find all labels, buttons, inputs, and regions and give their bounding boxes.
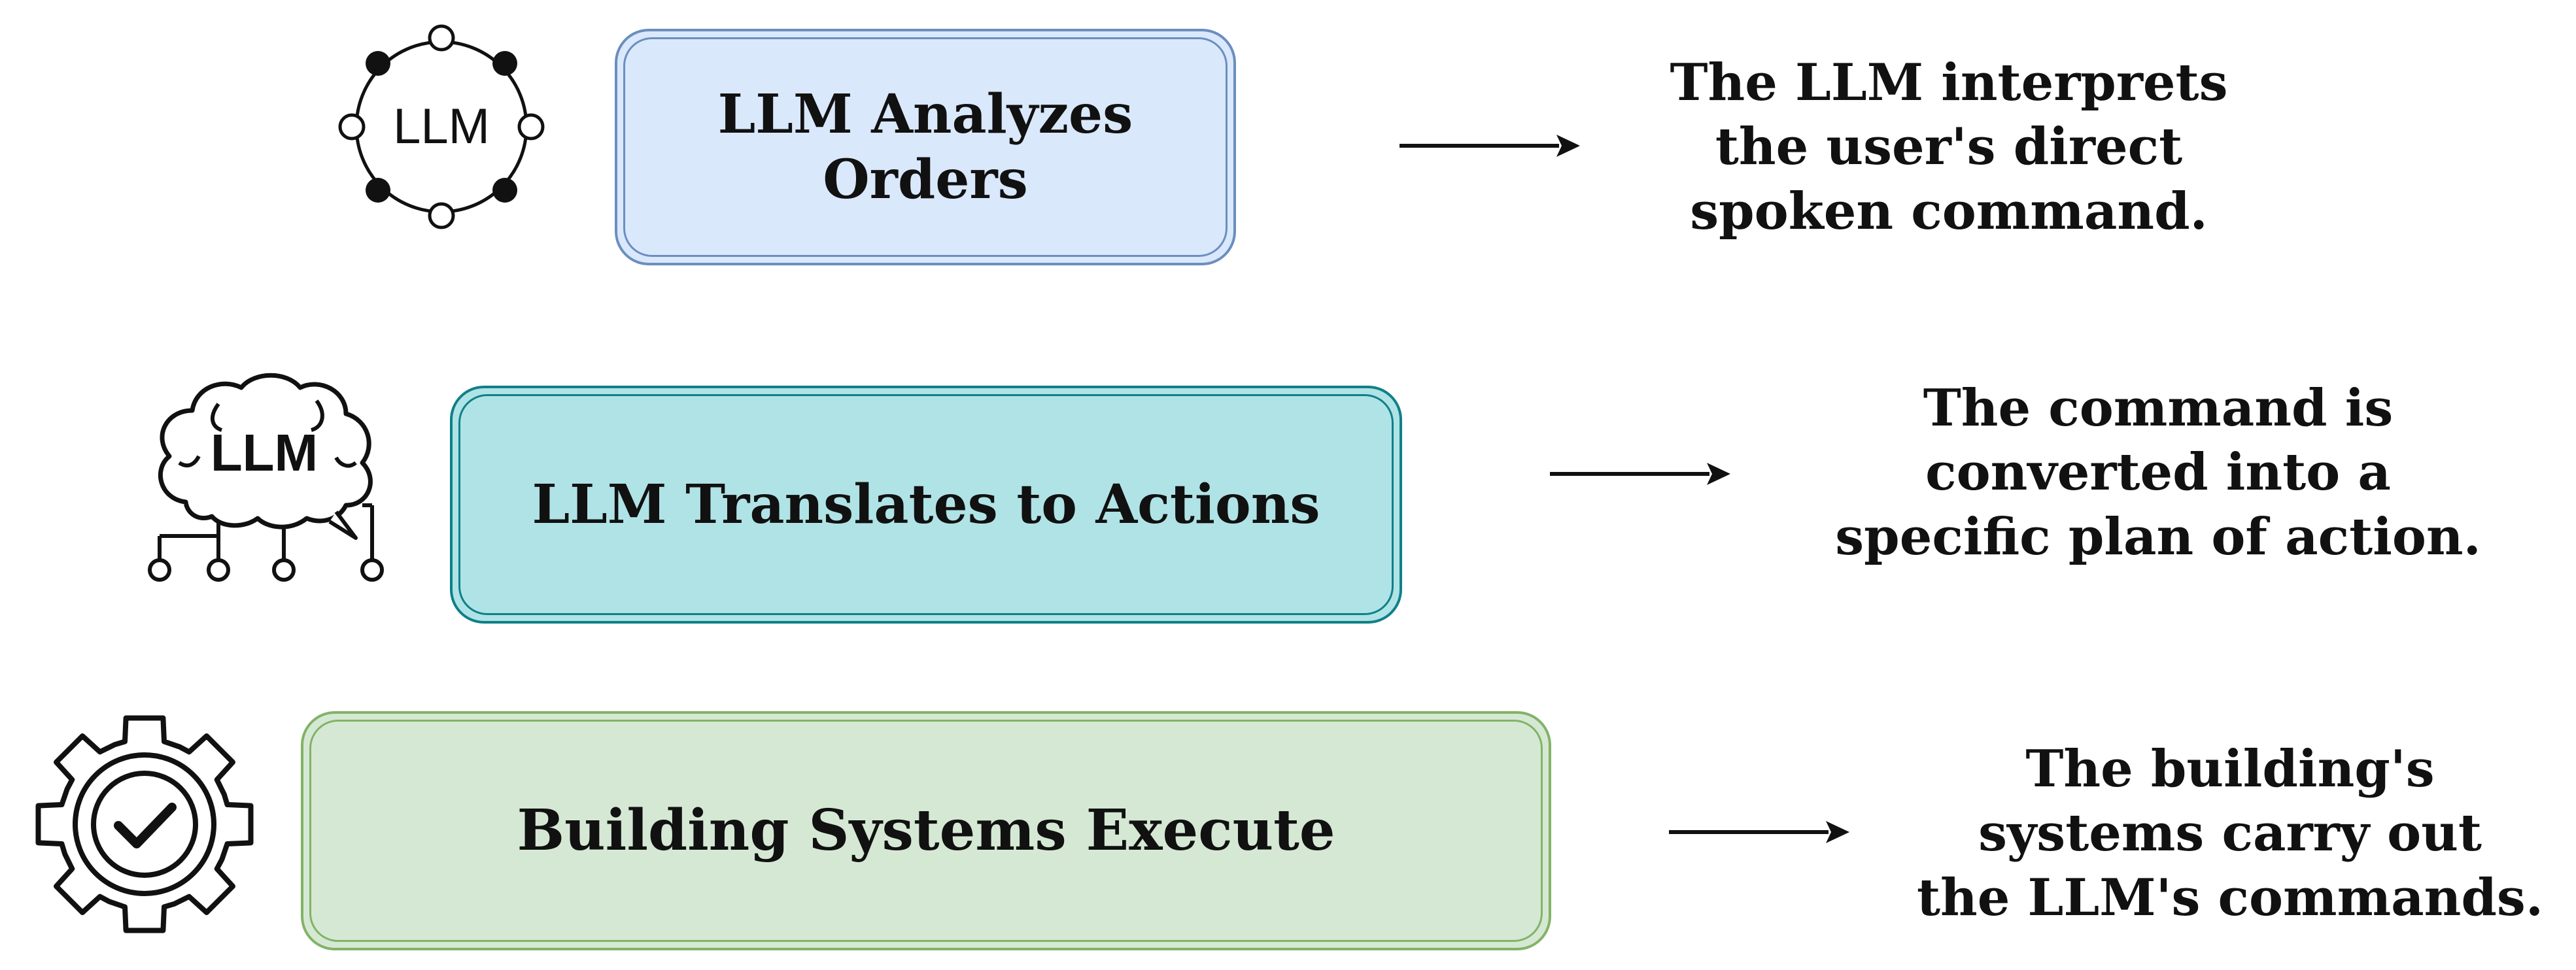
gear-check-icon bbox=[35, 715, 254, 933]
step-analyze-orders-description: The LLM interprets the user's direct spo… bbox=[1670, 53, 2228, 241]
arrow-right-icon bbox=[1669, 821, 1849, 843]
step-analyze-orders-box: LLM Analyzes Orders bbox=[615, 29, 1236, 265]
step-systems-execute-box: Building Systems Execute bbox=[301, 711, 1551, 950]
step-analyze-orders-title: LLM Analyzes Orders bbox=[717, 82, 1133, 211]
llm-network-label: LLM bbox=[393, 99, 490, 154]
step-translate-actions-box: LLM Translates to Actions bbox=[450, 386, 1402, 624]
llm-brain-icon: LLM bbox=[148, 373, 384, 582]
step-systems-execute-title: Building Systems Execute bbox=[517, 797, 1335, 863]
arrow-right-icon bbox=[1550, 463, 1730, 485]
llm-network-icon: LLM bbox=[338, 24, 545, 229]
step-translate-actions-description: The command is converted into a specific… bbox=[1835, 378, 2481, 567]
step-translate-actions-title: LLM Translates to Actions bbox=[532, 473, 1320, 536]
step-systems-execute-description: The building's systems carry out the LLM… bbox=[1917, 739, 2543, 928]
llm-brain-label: LLM bbox=[211, 424, 318, 482]
arrow-right-icon bbox=[1400, 135, 1580, 157]
